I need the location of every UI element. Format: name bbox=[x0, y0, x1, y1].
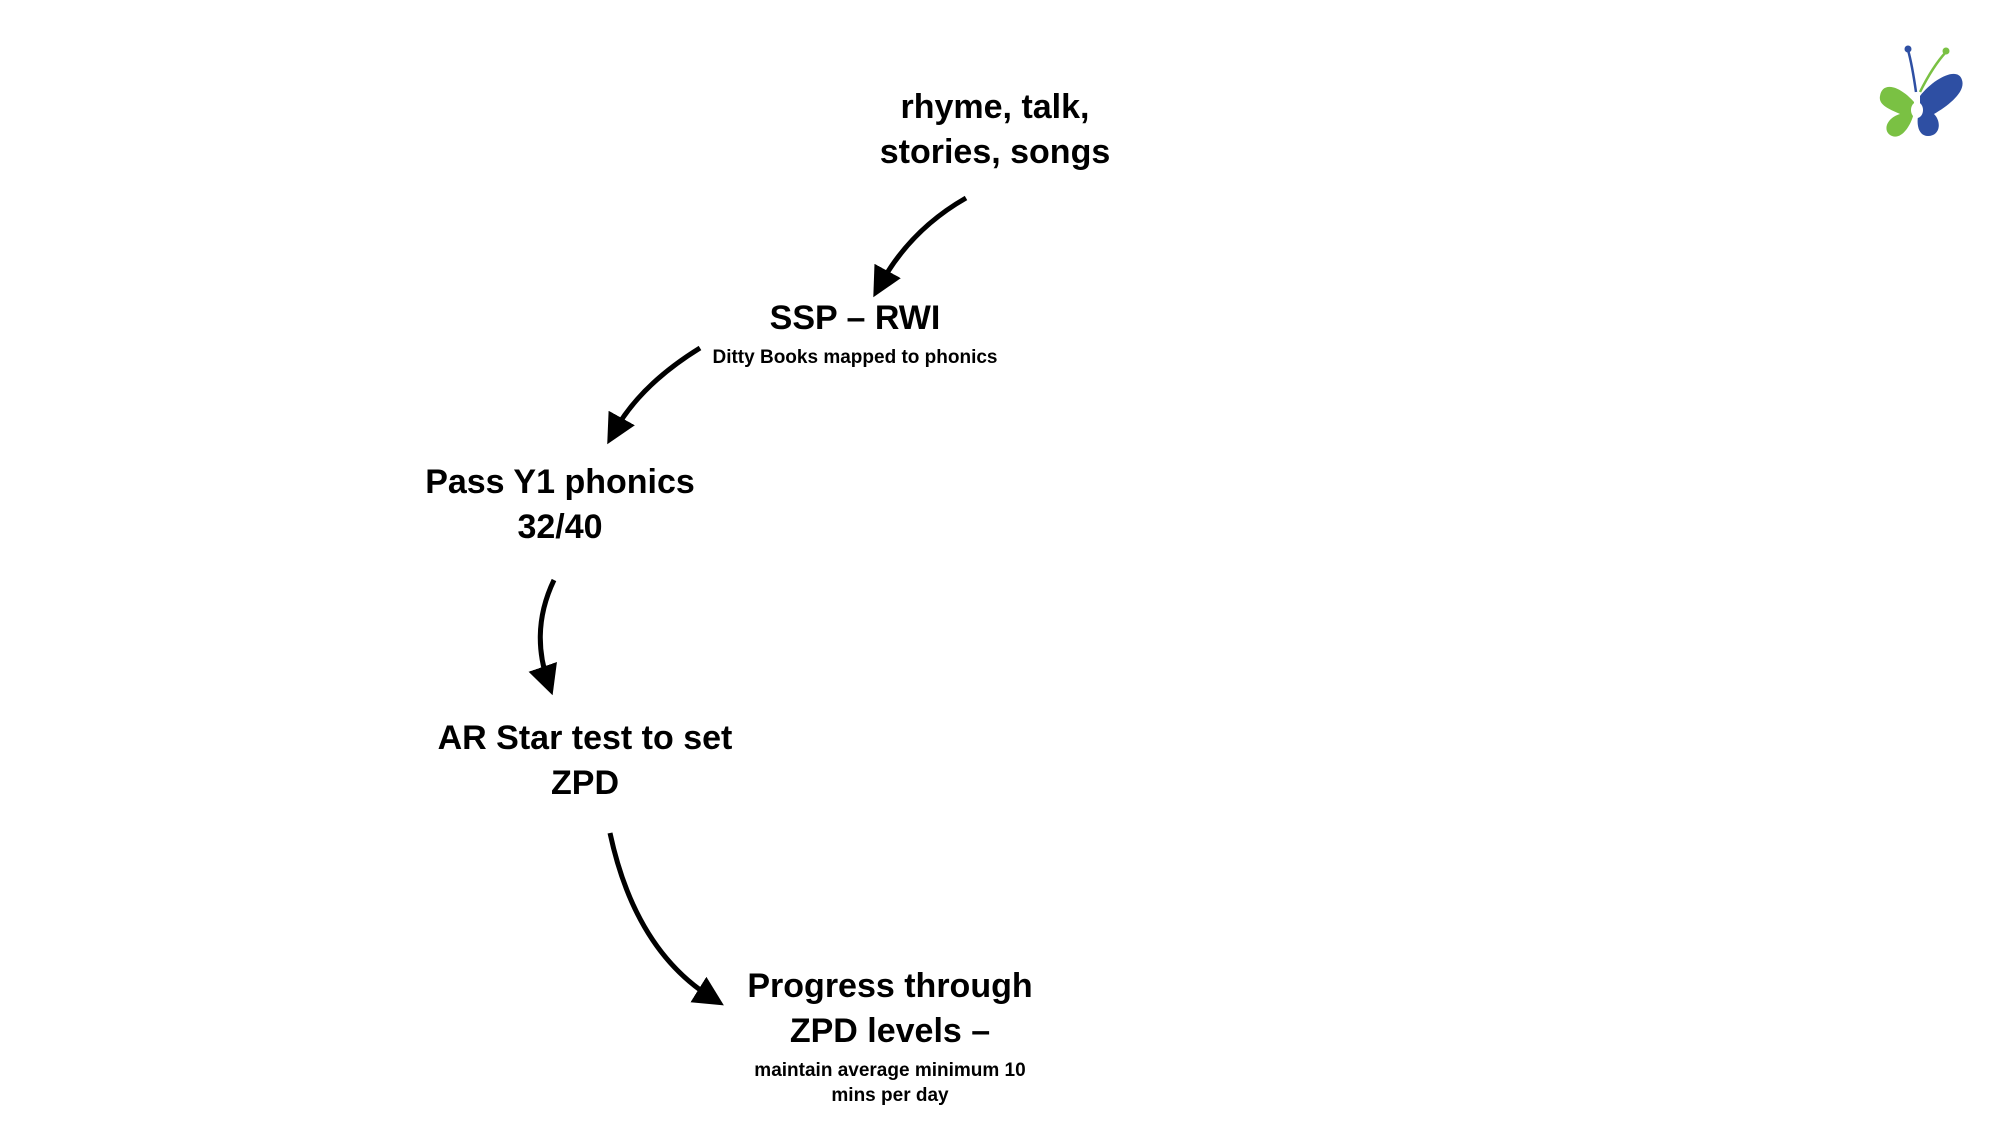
butterfly-logo-icon bbox=[1879, 45, 1963, 137]
node-ar-star-test: AR Star test to set ZPD bbox=[420, 716, 750, 806]
arrow-ar-star-to-progress bbox=[607, 832, 724, 1006]
node-pass-y1-phonics: Pass Y1 phonics 32/40 bbox=[400, 460, 720, 550]
node-subtitle: Ditty Books mapped to phonics bbox=[712, 347, 998, 368]
node-title: Progress through ZPD levels – bbox=[747, 967, 1033, 1050]
node-subtitle: maintain average minimum 10 mins per day bbox=[754, 1060, 1026, 1106]
arrow-rhyme-to-ssp bbox=[873, 195, 968, 298]
node-ssp-rwi: SSP – RWI Ditty Books mapped to phonics bbox=[690, 296, 1020, 370]
arrow-phonics-to-ar-star bbox=[528, 578, 557, 696]
node-title: rhyme, talk, stories, songs bbox=[879, 88, 1111, 171]
node-title: Pass Y1 phonics 32/40 bbox=[425, 463, 695, 546]
node-title: SSP – RWI bbox=[769, 299, 941, 337]
node-progress-zpd-levels: Progress through ZPD levels – maintain a… bbox=[740, 964, 1040, 1108]
node-rhyme-talk-stories-songs: rhyme, talk, stories, songs bbox=[850, 85, 1140, 175]
node-title: AR Star test to set ZPD bbox=[437, 719, 733, 802]
arrow-ssp-to-phonics bbox=[607, 345, 702, 445]
